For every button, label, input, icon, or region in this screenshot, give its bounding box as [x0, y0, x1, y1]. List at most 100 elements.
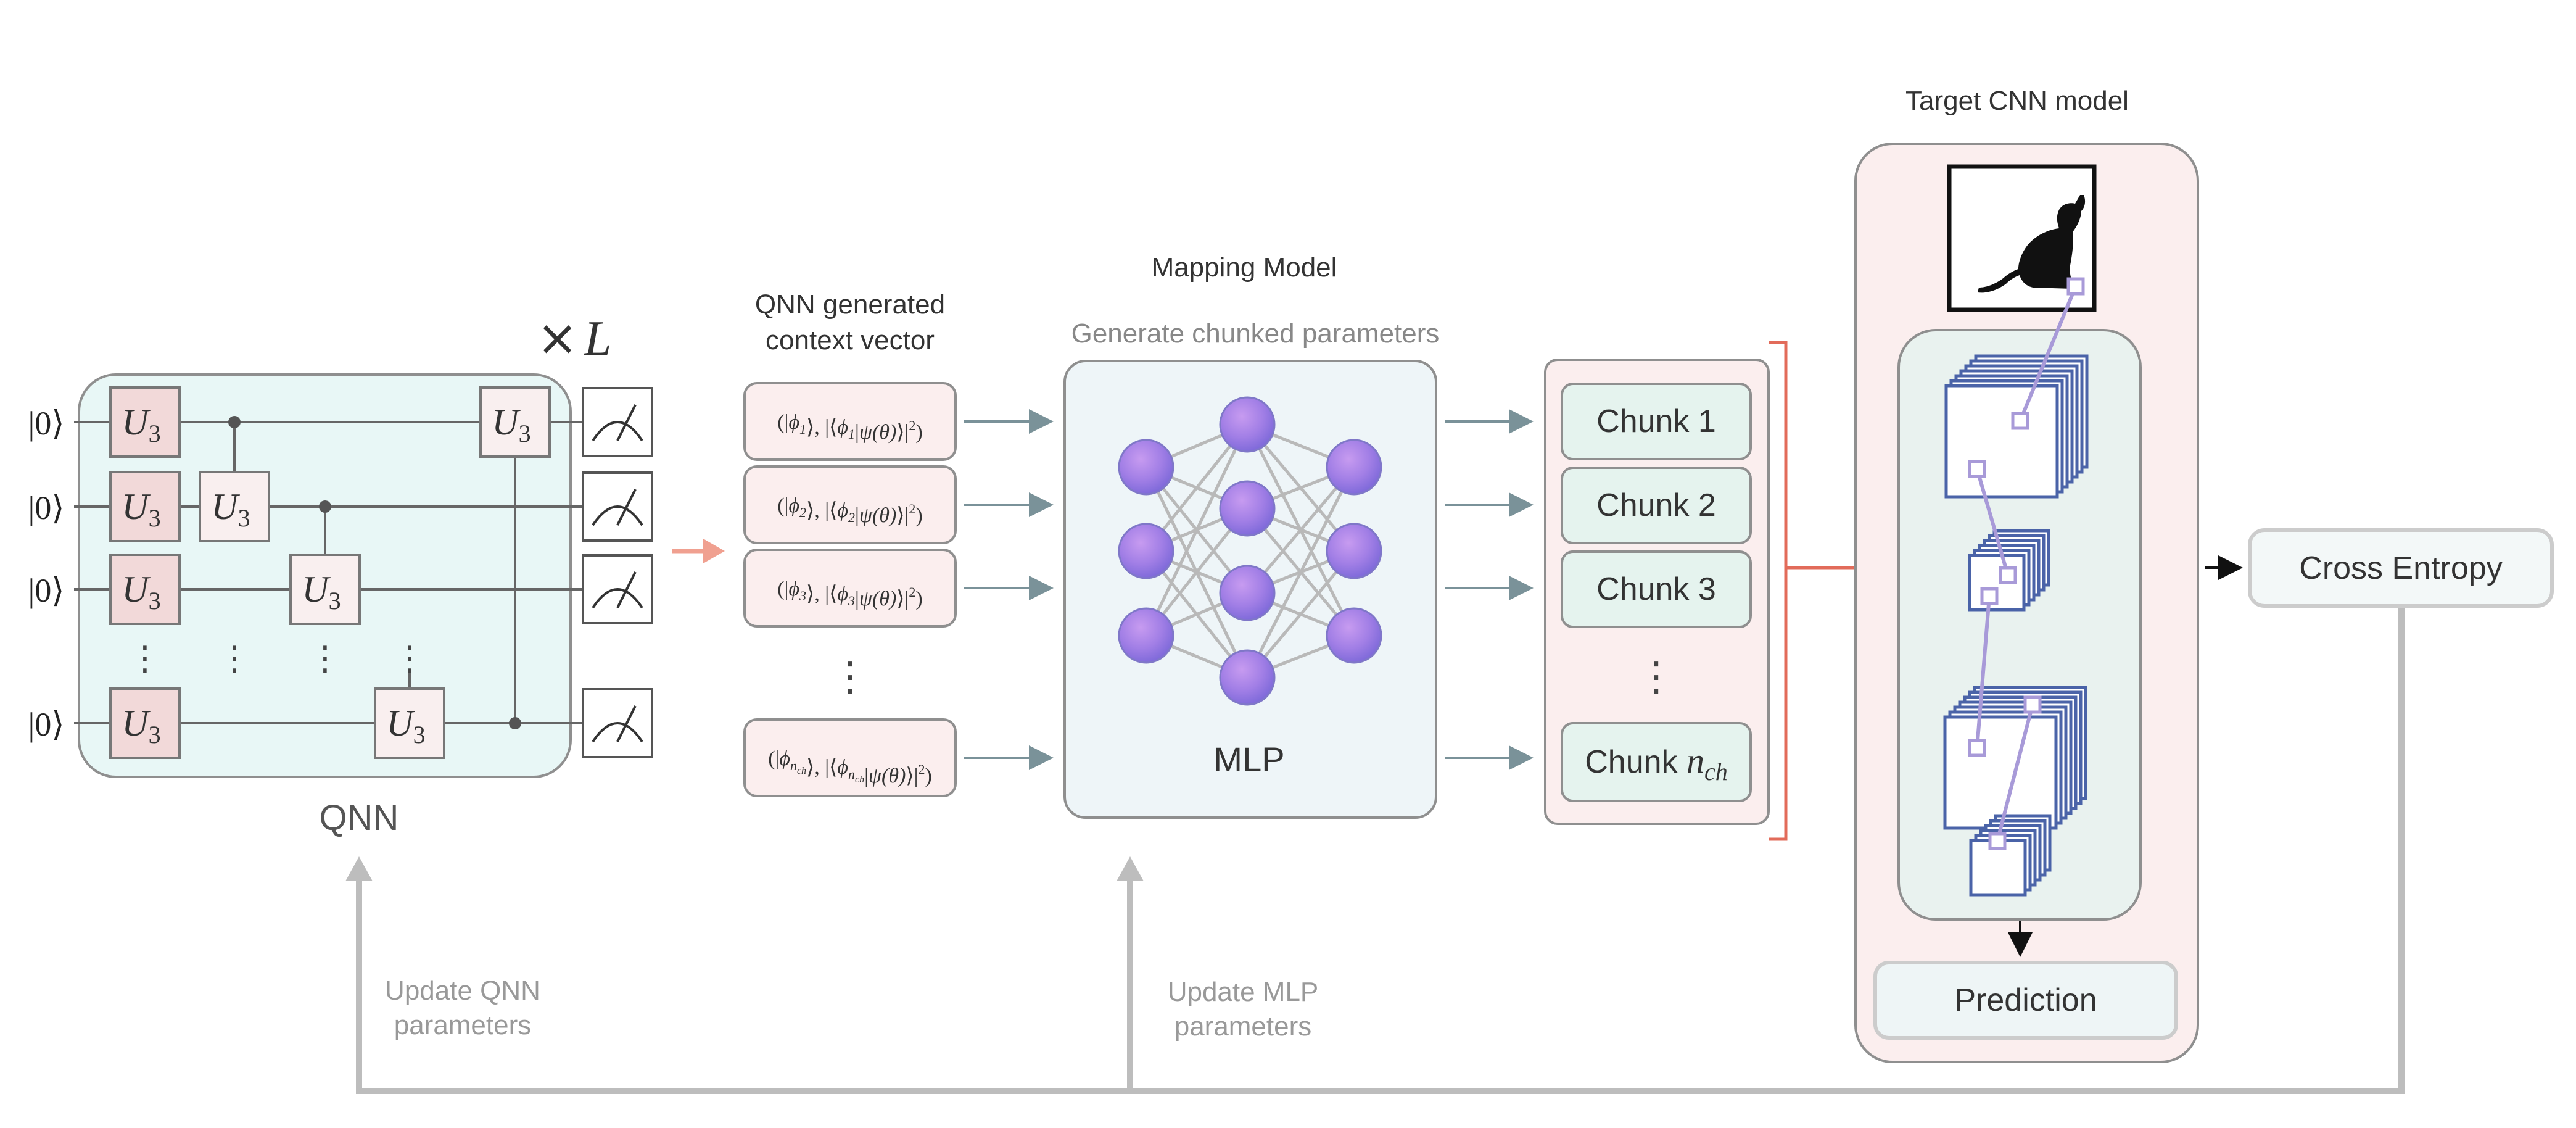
context-entry-box-3: [743, 549, 957, 628]
u3-gate-label-6: U3: [302, 569, 341, 615]
context-to-mlp-arrows: [964, 409, 1054, 770]
chunk-1-label: Chunk 1: [1596, 404, 1716, 439]
u3-gate-3: [109, 554, 181, 625]
u3-gate-1: [109, 386, 181, 458]
kernel-link-2: [1975, 468, 2010, 576]
mlp-node-2: [1118, 523, 1174, 579]
u3-gate-label-8: U3: [492, 402, 530, 447]
qubit-ket-3: |0⟩: [28, 572, 65, 609]
chunk-2-box: [1561, 467, 1752, 544]
mlp-edge-9: [1144, 423, 1249, 637]
u3-gate-6: [289, 554, 361, 625]
measure-box-4: [582, 688, 653, 758]
u3-gate-2: [109, 471, 181, 542]
context-entry-box-1: [743, 382, 957, 461]
cross-entropy-box: [2248, 528, 2554, 608]
qnn-dots: ⋮ ⋮ ⋮ ⋮: [128, 640, 426, 677]
feedback-loop: Update QNN parameters Update MLP paramet…: [345, 608, 2405, 1094]
context-entry-box-2: [743, 465, 957, 544]
cnn-stack-3-sheet-1: [1943, 715, 2058, 830]
prediction-label: Prediction: [1954, 982, 2097, 1018]
qnn-ellipsis-4: ⋮: [393, 640, 426, 677]
prediction-box: [1873, 961, 2178, 1040]
measure-arc-3: [592, 588, 643, 609]
mlp-nodes: [1118, 396, 1382, 706]
u3-gate-4: [109, 687, 181, 759]
mlp-node-5: [1219, 480, 1276, 537]
u3-gate-5: [199, 471, 270, 542]
mapping-title: Mapping Model: [1152, 252, 1337, 283]
kernel-link-4: [1996, 704, 2034, 842]
cat-silhouette-icon: [1978, 195, 2086, 293]
qnn-to-context-arrowhead: [703, 539, 725, 563]
control-dot-2: [319, 500, 331, 513]
kernel-square-4-2: [1988, 832, 2007, 850]
measure-needle-4: [616, 705, 637, 742]
cnn-stack-1-sheet-1: [1944, 384, 2059, 499]
context-title-line1: QNN generated: [755, 289, 945, 320]
context-entry-3: (|ϕ3⟩, |⟨ϕ3|ψ(θ)⟩|2): [777, 578, 922, 610]
mapping-model-block: Mapping Model Generate chunked parameter…: [1063, 252, 1440, 819]
feedback-line: [356, 608, 2405, 1094]
qubit-ket-2: |0⟩: [28, 489, 65, 526]
measure-arc-1: [592, 421, 643, 442]
mlp-node-8: [1326, 439, 1382, 496]
measure-needle-1: [616, 404, 637, 441]
mapping-subtitle: Generate chunked parameters: [1071, 318, 1440, 349]
control-dot-1: [228, 416, 241, 428]
u3-gate-7: [374, 687, 445, 759]
qnn-update-arrowhead: [345, 856, 373, 881]
context-title-line2: context vector: [766, 325, 935, 355]
chunk-n-box: [1561, 722, 1752, 802]
repeat-label: ×L: [537, 309, 612, 367]
measure-needle-3: [616, 571, 637, 608]
context-entry-2: (|ϕ2⟩, |⟨ϕ2|ψ(θ)⟩|2): [777, 494, 922, 527]
chunks-ellipsis: ⋮: [1637, 654, 1676, 699]
update-mlp-line2: parameters: [1174, 1011, 1312, 1042]
kernel-link-3: [1975, 595, 1991, 749]
control-dot-3: [509, 717, 521, 729]
u3-gate-label-3: U3: [122, 569, 160, 615]
mlp-node-7: [1219, 649, 1276, 706]
context-ellipsis: ⋮: [830, 654, 870, 699]
u3-gate-label-2: U3: [122, 486, 160, 532]
context-vector-block: QNN generated context vector (|ϕ1⟩, |⟨ϕ1…: [743, 289, 957, 797]
chunk-2-label: Chunk 2: [1596, 487, 1716, 523]
mlp-edge-22: [1245, 466, 1356, 679]
mlp-update-arrowhead: [1117, 856, 1144, 881]
kernel-square-3-2: [1968, 739, 1986, 757]
update-mlp-line1: Update MLP: [1168, 977, 1319, 1007]
qnn-ellipsis-3: ⋮: [308, 640, 342, 677]
chunk-1-box: [1561, 383, 1752, 460]
qnn-label: QNN: [320, 798, 399, 838]
measure-arc-4: [592, 722, 643, 743]
cnn-kernels: [1968, 277, 2085, 850]
mlp-node-3: [1118, 607, 1174, 664]
chunk-3-box: [1561, 550, 1752, 628]
u3-gate-label-4: U3: [122, 703, 160, 749]
mlp-to-chunk-arrows: [1445, 409, 1534, 770]
mlp-node-9: [1326, 523, 1382, 579]
context-entry-box-4: [743, 718, 957, 797]
mlp-node-10: [1326, 607, 1382, 664]
qnn-kets: |0⟩ |0⟩ |0⟩ |0⟩: [28, 405, 65, 743]
kernel-square-2-1: [1968, 460, 1986, 478]
loss-block: Cross Entropy: [2248, 528, 2554, 608]
qnn-ellipsis-1: ⋮: [128, 640, 162, 677]
kernel-square-3-1: [1980, 587, 1999, 605]
measure-arc-2: [592, 505, 643, 526]
u3-gate-label-5: U3: [211, 486, 250, 532]
u3-gate-label-7: U3: [386, 703, 425, 749]
mlp-node-6: [1219, 565, 1276, 621]
context-entry-1: (|ϕ1⟩, |⟨ϕ1|ψ(θ)⟩|2): [777, 411, 922, 444]
qubit-ket-1: |0⟩: [28, 405, 65, 442]
cnn-title: Target CNN model: [1905, 86, 2129, 116]
chunk-3-label: Chunk 3: [1596, 571, 1716, 607]
qubit-ket-4: |0⟩: [28, 706, 65, 743]
qnn-ellipsis-2: ⋮: [218, 640, 251, 677]
qnn-measurements: [582, 387, 653, 758]
cross-entropy-label: Cross Entropy: [2299, 550, 2502, 586]
